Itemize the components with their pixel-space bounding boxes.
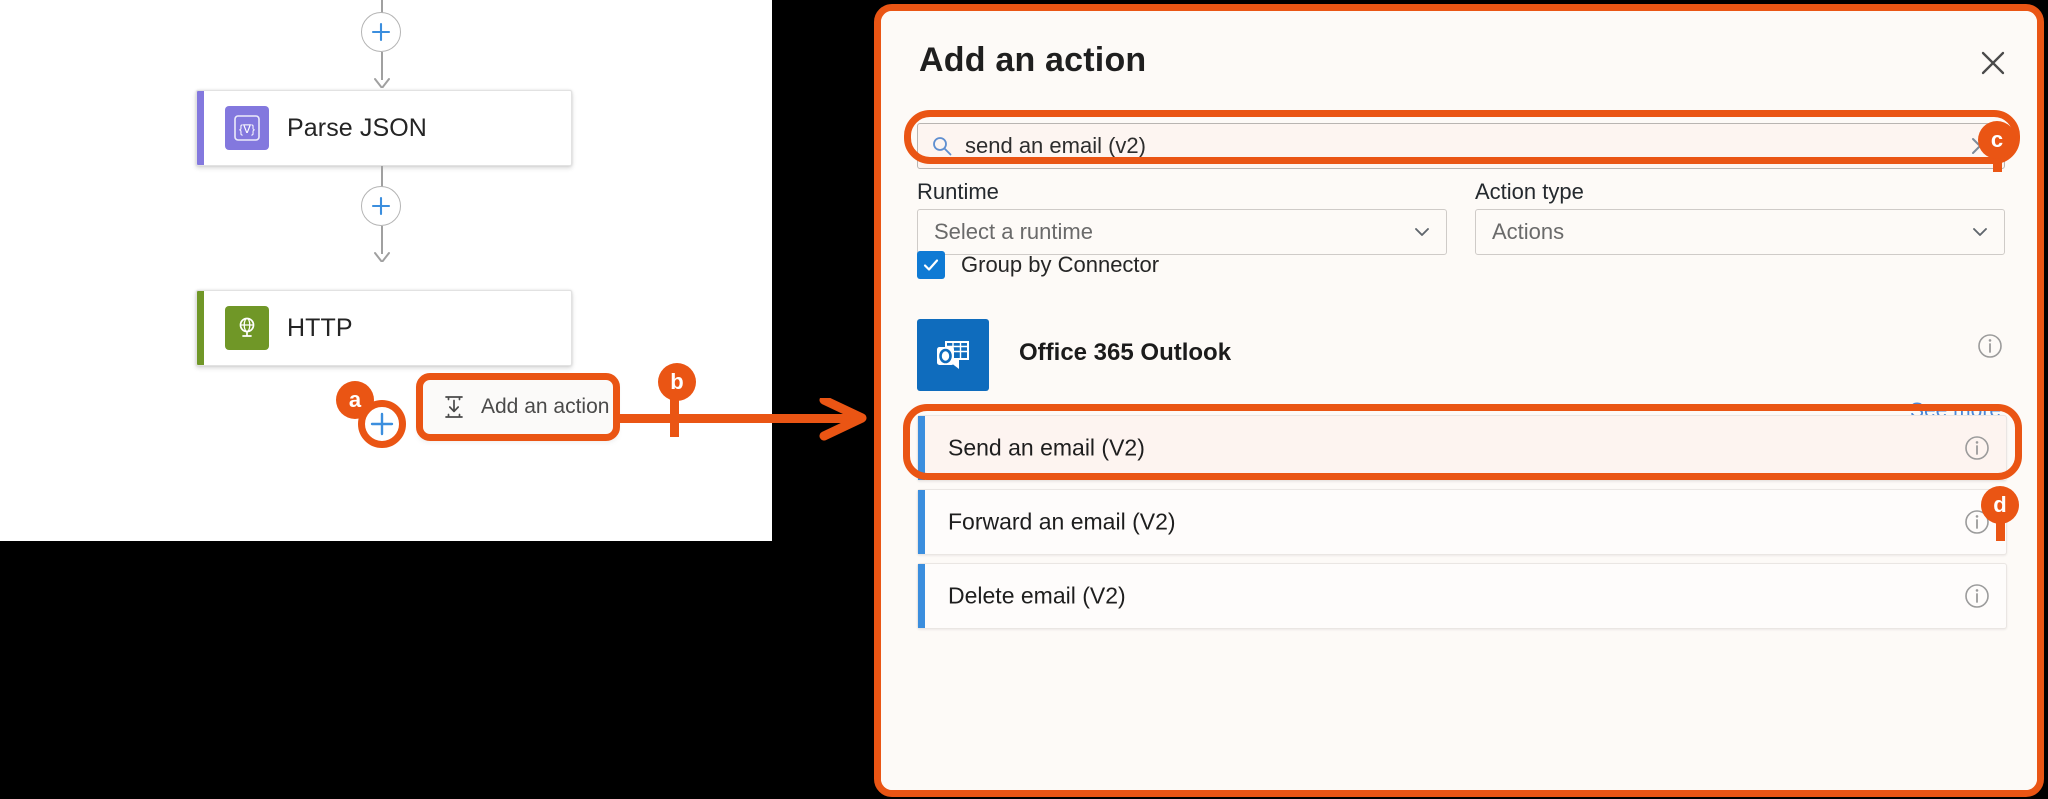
result-accent-bar bbox=[918, 490, 925, 554]
callout-b-stem bbox=[670, 382, 679, 437]
http-globe-icon bbox=[225, 306, 269, 350]
callout-badge-b: b bbox=[658, 363, 696, 401]
result-item-delete-email[interactable]: Delete email (V2) bbox=[917, 563, 2007, 629]
result-label: Forward an email (V2) bbox=[948, 508, 1176, 535]
action-type-dropdown-value: Actions bbox=[1492, 219, 1565, 244]
chevron-down-icon bbox=[1415, 228, 1429, 236]
callout-badge-c: c bbox=[1978, 121, 2016, 159]
arrow-head-1 bbox=[374, 78, 390, 88]
callout-badge-a: a bbox=[336, 381, 374, 419]
parse-json-icon: {∇} bbox=[225, 106, 269, 150]
info-icon[interactable] bbox=[1964, 583, 1990, 609]
chevron-down-icon bbox=[1973, 228, 1987, 236]
info-icon[interactable] bbox=[1977, 333, 2003, 359]
page-title: Add an action bbox=[919, 41, 1147, 79]
group-by-connector-row[interactable]: Group by Connector bbox=[917, 251, 1159, 279]
result-item-send-an-email[interactable]: Send an email (V2) bbox=[917, 415, 2007, 481]
search-input[interactable]: send an email (v2) bbox=[917, 123, 2005, 169]
action-type-dropdown[interactable]: Actions bbox=[1475, 209, 2005, 255]
result-accent-bar bbox=[918, 564, 925, 628]
connector-group-header: Office 365 Outlook See more bbox=[917, 319, 2009, 422]
svg-text:{∇}: {∇} bbox=[239, 122, 255, 136]
connector-name: Office 365 Outlook bbox=[1019, 339, 1232, 366]
group-by-connector-checkbox[interactable] bbox=[917, 251, 945, 279]
add-an-action-button[interactable]: Add an action bbox=[420, 377, 616, 437]
workflow-step-http[interactable]: HTTP bbox=[196, 290, 572, 366]
insert-step-plus-top[interactable] bbox=[361, 12, 401, 52]
insert-action-icon bbox=[445, 396, 463, 418]
connector-line-2 bbox=[381, 166, 383, 188]
flow-arrow-icon bbox=[819, 398, 867, 441]
step-accent-bar bbox=[197, 91, 204, 165]
add-action-panel: Add an action send an email (v2) bbox=[874, 4, 2044, 797]
flow-arrow-line bbox=[620, 414, 860, 423]
workflow-designer-canvas: {∇} Parse JSON HTTP bbox=[0, 0, 772, 541]
workflow-step-parse-json[interactable]: {∇} Parse JSON bbox=[196, 90, 572, 166]
connector-line-1 bbox=[381, 52, 383, 80]
runtime-dropdown[interactable]: Select a runtime bbox=[917, 209, 1447, 255]
add-an-action-label: Add an action bbox=[481, 395, 610, 418]
result-item-forward-an-email[interactable]: Forward an email (V2) bbox=[917, 489, 2007, 555]
action-type-label: Action type bbox=[1475, 179, 1584, 204]
info-icon[interactable] bbox=[1964, 435, 1990, 461]
runtime-dropdown-value: Select a runtime bbox=[934, 219, 1093, 244]
group-by-connector-label: Group by Connector bbox=[961, 252, 1160, 277]
search-icon bbox=[933, 137, 952, 156]
connector-line-3 bbox=[381, 226, 383, 254]
connector-line-top bbox=[381, 0, 383, 20]
step-title: Parse JSON bbox=[287, 113, 427, 142]
insert-step-plus-middle[interactable] bbox=[361, 186, 401, 226]
callout-badge-d: d bbox=[1981, 486, 2019, 524]
step-accent-bar bbox=[197, 291, 204, 365]
insert-step-plus-bottom[interactable] bbox=[362, 404, 402, 444]
result-label: Delete email (V2) bbox=[948, 582, 1126, 609]
result-accent-bar bbox=[918, 416, 925, 480]
search-input-value: send an email (v2) bbox=[965, 133, 1146, 158]
step-title: HTTP bbox=[287, 313, 353, 342]
close-icon[interactable] bbox=[1971, 41, 2015, 85]
add-action-panel-body: Add an action send an email (v2) bbox=[881, 11, 2037, 790]
info-icon[interactable] bbox=[1964, 509, 1990, 535]
arrow-head-2 bbox=[374, 252, 390, 262]
result-label: Send an email (V2) bbox=[948, 434, 1145, 461]
check-icon bbox=[923, 259, 939, 271]
office365-outlook-icon bbox=[917, 319, 989, 391]
runtime-label: Runtime bbox=[917, 179, 999, 204]
